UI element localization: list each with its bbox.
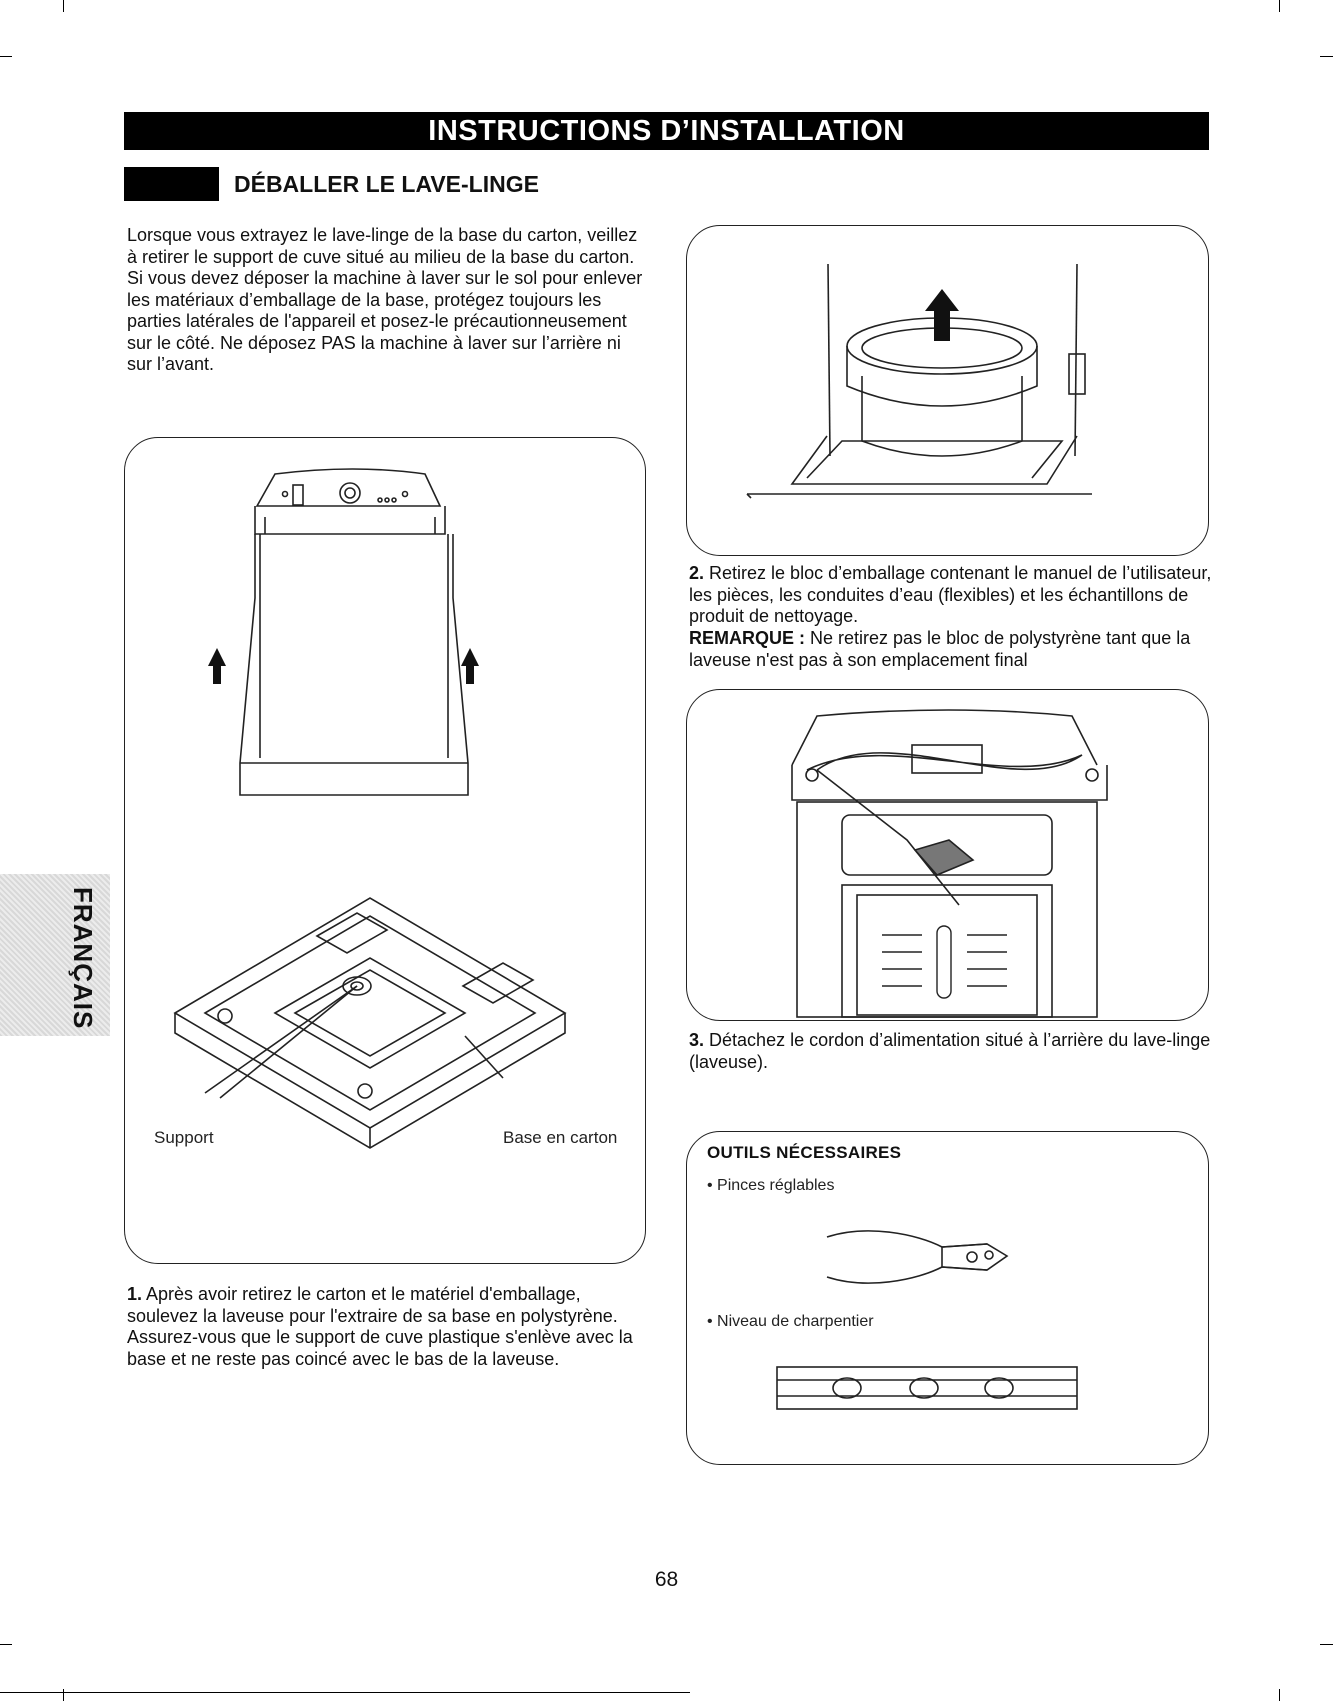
crop-mark	[1279, 1689, 1280, 1701]
power-cord-illustration	[791, 709, 1108, 1018]
bottom-rule	[0, 1692, 690, 1693]
language-side-label: FRANÇAIS	[68, 887, 98, 1030]
section-bar	[124, 167, 219, 201]
page-banner: INSTRUCTIONS D’INSTALLATION	[124, 112, 1209, 150]
tools-box	[686, 1131, 1209, 1465]
intro-text: Lorsque vous extrayez le lave-linge de l…	[127, 225, 647, 376]
note: REMARQUE : Ne retirez pas le bloc de pol…	[689, 628, 1214, 671]
up-arrow-icon	[925, 289, 959, 341]
up-arrow-icon	[208, 648, 479, 684]
tools-illustration	[776, 1230, 1078, 1410]
step-3: 3. Détachez le cordon d’alimentation sit…	[689, 1030, 1214, 1073]
tools-title: OUTILS NÉCESSAIRES	[707, 1143, 902, 1162]
note-label: REMARQUE :	[689, 628, 805, 648]
step-number: 3.	[689, 1030, 705, 1050]
label-support: Support	[154, 1128, 214, 1147]
crop-mark	[63, 1689, 64, 1701]
crop-mark	[1279, 0, 1280, 12]
washer-lift-illustration	[173, 468, 567, 1149]
pliers-icon	[826, 1230, 1009, 1284]
crop-mark	[0, 1644, 12, 1645]
tub-support-illustration	[746, 263, 1092, 499]
language-side-tab	[0, 874, 110, 1036]
section-title: DÉBALLER LE LAVE-LINGE	[234, 171, 539, 197]
crop-mark	[0, 56, 12, 57]
crop-mark	[63, 0, 64, 12]
page-number: 68	[654, 1568, 679, 1591]
tool-item-pliers: • Pinces réglables	[707, 1177, 835, 1194]
step-number: 2.	[689, 563, 705, 583]
crop-mark	[1320, 56, 1333, 57]
step-text: Retirez le bloc d’emballage contenant le…	[689, 563, 1212, 626]
intro-paragraph-2: Si vous devez déposer la machine à laver…	[127, 268, 643, 374]
step-number: 1.	[127, 1284, 143, 1304]
tool-item-level: • Niveau de charpentier	[707, 1313, 874, 1330]
crop-mark	[1320, 1644, 1333, 1645]
figure-washer-lift: Support Base en carton	[124, 437, 646, 1264]
intro-paragraph-1: Lorsque vous extrayez le lave-linge de l…	[127, 225, 638, 267]
figure-tub-support	[686, 225, 1209, 556]
label-carton-base: Base en carton	[503, 1128, 618, 1147]
step-1: 1. Après avoir retirez le carton et le m…	[127, 1284, 647, 1370]
note-text: Ne retirez pas le bloc de polystyrène ta…	[689, 628, 1191, 670]
figure-power-cord	[686, 689, 1209, 1021]
step-text: Détachez le cordon d’alimentation situé …	[689, 1030, 1211, 1072]
step-2: 2. Retirez le bloc d’emballage contenant…	[689, 563, 1214, 628]
level-icon	[776, 1366, 1078, 1410]
step-text: Après avoir retirez le carton et le maté…	[127, 1284, 633, 1369]
